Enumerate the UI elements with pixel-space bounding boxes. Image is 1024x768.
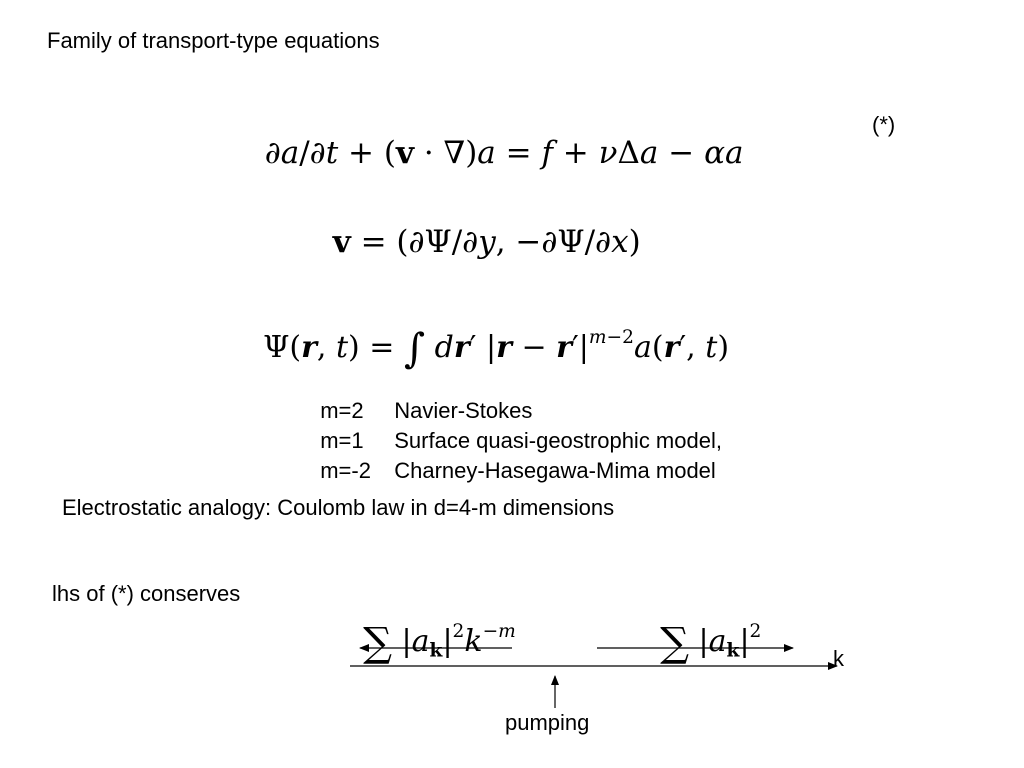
model-item-sqg: m=1 Surface quasi-geostrophic model, — [308, 408, 722, 452]
model-item-chm: m=-2 Charney-Hasegawa-Mima model — [308, 438, 716, 482]
pumping-label: pumping — [505, 710, 590, 735]
model-item-navier-stokes: m=2 Navier-Stokes — [308, 378, 532, 422]
electrostatic-analogy: Electrostatic analogy: Coulomb law in d=… — [62, 495, 615, 520]
slide-title: Family of transport-type equations — [47, 28, 380, 53]
model-name: Surface quasi-geostrophic model, — [394, 428, 722, 453]
conserves-label: lhs of (*) conserves — [52, 581, 241, 606]
velocity-equation: v = (∂Ψ/∂y, −∂Ψ/∂x) — [332, 224, 641, 260]
model-m-value: m=2 — [320, 398, 364, 423]
k-axis-label: k — [833, 646, 844, 671]
model-name: Navier-Stokes — [394, 398, 533, 423]
energy-like-invariant: ∑ |ak|2 — [660, 618, 762, 666]
model-m-value: m=-2 — [320, 458, 371, 483]
transport-equation: ∂a/∂t + (v · ∇)a = f + νΔa − αa — [264, 135, 744, 171]
model-m-value: m=1 — [320, 428, 364, 453]
enstrophy-like-invariant: ∑ |ak|2k−m — [363, 618, 516, 666]
stream-function-equation: Ψ(r, t) = ∫ dr′ |r − r′|m−2a(r′, t) — [263, 324, 730, 372]
equation-tag: (*) — [872, 112, 896, 137]
model-name: Charney-Hasegawa-Mima model — [394, 458, 716, 483]
